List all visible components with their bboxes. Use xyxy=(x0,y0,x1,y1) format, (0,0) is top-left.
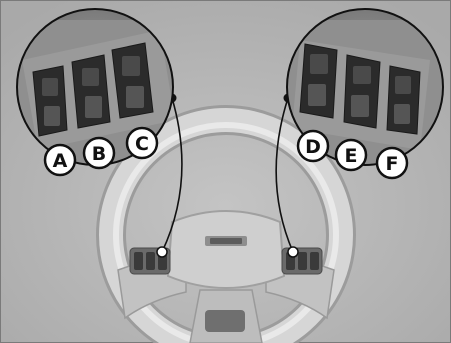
switch-button-icon xyxy=(33,66,67,136)
callout-c: C xyxy=(127,128,157,158)
switch-button-icon xyxy=(344,55,380,128)
callout-f-label: F xyxy=(386,153,399,175)
callout-d-label: D xyxy=(305,136,321,158)
switch-button-icon xyxy=(387,66,420,134)
switch-button-icon xyxy=(300,44,337,118)
callout-a-label: A xyxy=(53,150,68,172)
callout-c-label: C xyxy=(135,133,149,155)
switch-button-icon xyxy=(72,55,110,128)
callout-f: F xyxy=(377,148,407,178)
callout-a: A xyxy=(45,145,75,175)
callout-d: D xyxy=(298,131,328,161)
callout-b-label: B xyxy=(92,143,106,165)
leader-dot-icon xyxy=(157,247,167,257)
callout-e-label: E xyxy=(345,145,358,167)
callout-b: B xyxy=(84,138,114,168)
callout-e: E xyxy=(336,140,366,170)
leader-dot-icon xyxy=(288,247,298,257)
